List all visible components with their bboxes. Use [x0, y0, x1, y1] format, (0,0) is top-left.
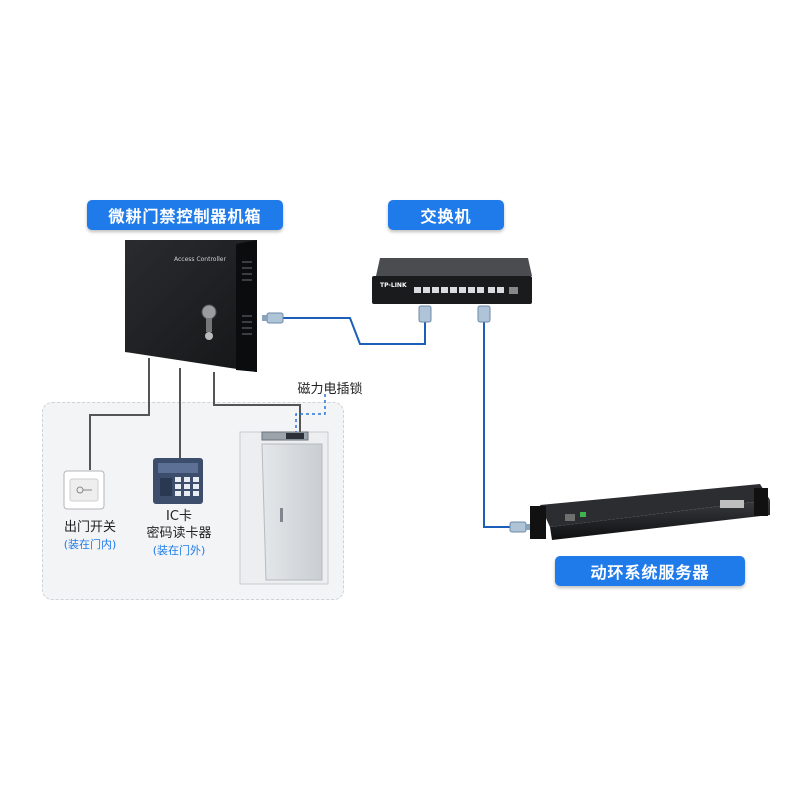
reader-label-line1: IC卡: [166, 509, 192, 524]
keypad-reader-device: [153, 458, 203, 504]
exit-switch-label: 出门开关: [63, 520, 116, 535]
magnetic-lock: [261, 431, 309, 441]
reader-label-line2: 密码读卡器: [146, 526, 212, 541]
reader-label-group: IC卡 密码读卡器 (装在门外): [130, 508, 228, 559]
switch-brand-text: TP-LINK: [380, 282, 407, 289]
controller-box-title: 微耕门禁控制器机箱: [87, 200, 283, 230]
access-controller-box: [125, 240, 257, 372]
lock-label: 磁力电插锁: [297, 382, 363, 397]
switch-title: 交换机: [388, 200, 504, 230]
server-title: 动环系统服务器: [555, 556, 745, 586]
network-cables: [283, 317, 520, 528]
exit-switch-label-group: 出门开关 (装在门内): [45, 519, 135, 553]
rj45-plug-icon: [418, 305, 432, 323]
network-switch: [372, 258, 532, 304]
exit-switch-note: (装在门内): [63, 538, 117, 551]
device-cables: [89, 358, 301, 470]
reader-note: (装在门外): [152, 544, 206, 557]
rj45-plug-icon: [477, 305, 491, 323]
exit-button-device: [63, 470, 105, 510]
rj45-plug-icon: [509, 521, 531, 533]
rj45-plug-icon: [262, 312, 284, 324]
door: [239, 431, 329, 585]
lock-keyhole-icon: [201, 304, 217, 320]
rack-server: [530, 484, 770, 540]
controller-panel-text: Access Controller: [174, 256, 226, 263]
